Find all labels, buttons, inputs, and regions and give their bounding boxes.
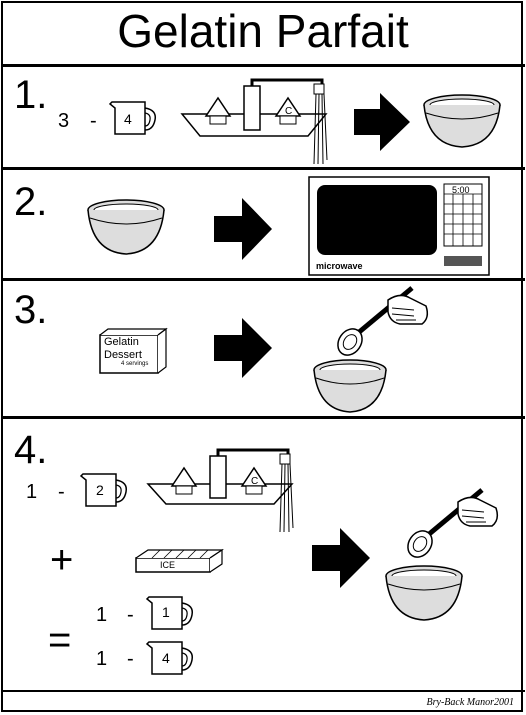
step-1-dash: - <box>90 110 97 132</box>
credit-text: Bry-Back Manor2001 <box>426 697 514 708</box>
ice-label: ICE <box>160 560 176 570</box>
step-4-dash: - <box>58 481 65 503</box>
divider <box>1 416 525 419</box>
hand-spoon-icon <box>330 282 430 367</box>
arrow-right-icon <box>312 528 370 593</box>
microwave-timer: 5:00 <box>452 185 470 195</box>
gelatin-box-line2: Dessert <box>104 349 142 361</box>
step-2-number: 2. <box>14 180 48 224</box>
step-1-qty: 3 <box>58 110 70 132</box>
arrow-right-icon <box>354 93 410 156</box>
measuring-cup-icon <box>145 640 196 681</box>
divider <box>1 278 525 281</box>
plus-sign: + <box>50 538 74 582</box>
result-2-qty: 1 <box>96 648 108 670</box>
microwave-label: microwave <box>316 261 363 271</box>
result-1-qty: 1 <box>96 604 108 626</box>
bowl-icon <box>86 198 166 261</box>
faucet-icon: C <box>180 78 330 173</box>
measuring-cup-icon <box>145 595 196 636</box>
svg-text:C: C <box>285 106 292 117</box>
measuring-cup-icon <box>108 100 159 141</box>
result-1-cup-label: 1 <box>162 604 170 620</box>
gelatin-box-line1: Gelatin <box>104 336 139 348</box>
bowl-icon <box>422 93 502 154</box>
equals-sign: = <box>48 618 72 662</box>
faucet-icon: C <box>146 448 296 539</box>
step-3-number: 3. <box>14 288 48 332</box>
bowl-icon <box>384 564 464 627</box>
page-title: Gelatin Parfait <box>117 5 409 57</box>
divider <box>1 690 525 692</box>
result-2-cup-label: 4 <box>162 650 170 666</box>
arrow-right-icon <box>214 198 272 265</box>
divider <box>1 167 525 170</box>
microwave-icon <box>308 176 490 281</box>
measuring-cup-icon <box>79 472 130 513</box>
step-1-number: 1. <box>14 73 48 117</box>
step-4-qty: 1 <box>26 481 38 503</box>
step-1-cup-label: 4 <box>124 111 132 127</box>
result-2-dash: - <box>127 648 134 670</box>
bowl-icon <box>312 358 388 419</box>
ice-tray-icon <box>134 548 224 579</box>
divider <box>1 64 525 67</box>
result-1-dash: - <box>127 604 134 626</box>
svg-text:C: C <box>251 476 258 487</box>
step-4-cup-label: 2 <box>96 482 104 498</box>
gelatin-box <box>98 327 168 380</box>
gelatin-box-line3: 4 servings <box>121 361 149 367</box>
hand-spoon-icon <box>400 484 500 569</box>
step-4-number: 4. <box>14 428 48 472</box>
arrow-right-icon <box>214 318 272 383</box>
